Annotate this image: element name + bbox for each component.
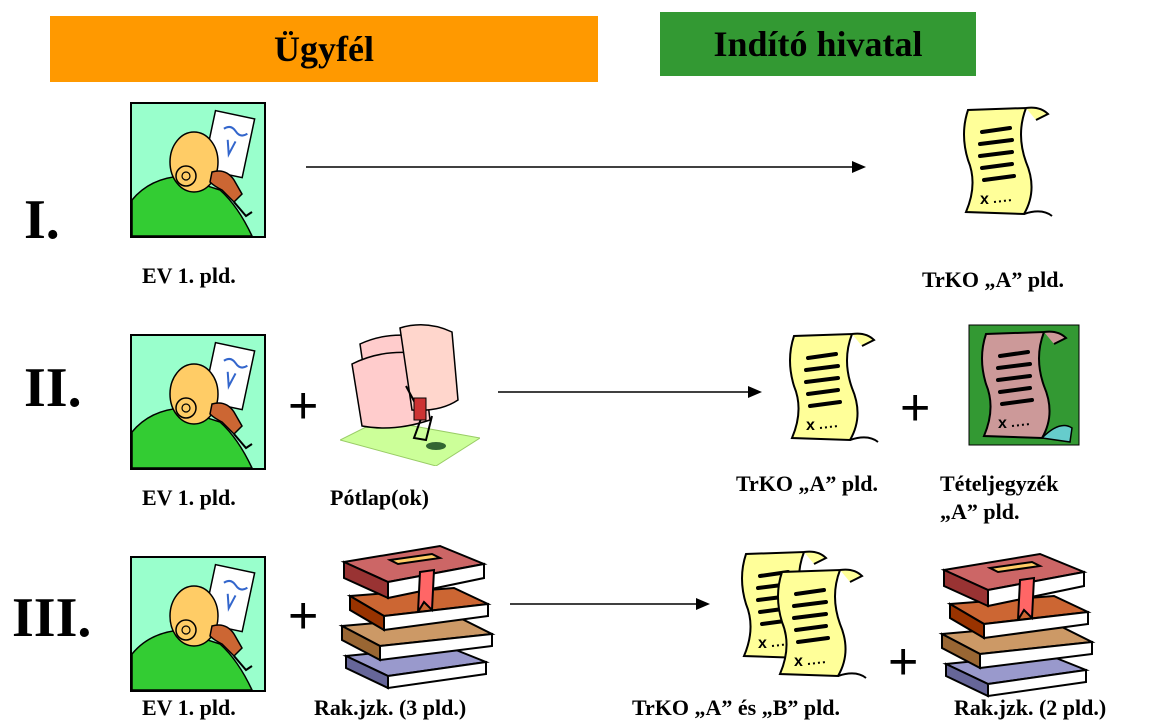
- row-3-numeral: III.: [12, 587, 92, 649]
- header-client-label: Ügyfél: [274, 29, 374, 69]
- caption-trko-row-2: TrKO „A” pld.: [736, 471, 879, 496]
- caption-rakjzk-3: Rak.jzk. (3 pld.): [314, 695, 467, 720]
- row-1-numeral: I.: [24, 189, 60, 251]
- scroll-document-icon: x: [789, 332, 879, 443]
- book-stack-icon: [938, 552, 1096, 698]
- svg-text:x: x: [806, 417, 815, 434]
- scroll-document-icon: x: [777, 568, 867, 679]
- plus-sign: +: [888, 633, 919, 691]
- person-writing-icon: [130, 102, 266, 238]
- row-2-numeral: II.: [24, 357, 82, 419]
- caption-potlap: Pótlap(ok): [330, 485, 429, 510]
- scroll-document-green-icon: x: [968, 324, 1080, 446]
- header-office-label: Indító hivatal: [713, 24, 923, 64]
- caption-trko-row-1: TrKO „A” pld.: [922, 267, 1065, 292]
- caption-ev-row-2: EV 1. pld.: [142, 485, 236, 510]
- plus-sign: +: [288, 377, 319, 435]
- caption-rakjzk-2: Rak.jzk. (2 pld.): [954, 695, 1107, 720]
- svg-text:x: x: [998, 415, 1007, 432]
- book-stack-icon: [338, 544, 496, 690]
- person-writing-icon: [130, 334, 266, 470]
- caption-ev-row-1: EV 1. pld.: [142, 263, 236, 288]
- scroll-document-icon: x: [963, 106, 1053, 217]
- svg-text:x: x: [758, 635, 767, 652]
- caption-ev-row-3: EV 1. pld.: [142, 695, 236, 720]
- header-client: Ügyfél: [50, 16, 598, 82]
- svg-text:x: x: [794, 653, 803, 670]
- loose-pages-icon: [340, 324, 480, 466]
- header-office: Indító hivatal: [660, 12, 976, 76]
- caption-teteljegyzek: Tételjegyzék: [940, 471, 1059, 496]
- svg-text:x: x: [980, 191, 989, 208]
- plus-sign: +: [900, 379, 931, 437]
- caption-trko-a-b: TrKO „A” és „B” pld.: [632, 695, 841, 720]
- caption-teteljegyzek-copy: „A” pld.: [940, 499, 1020, 524]
- person-writing-icon: [130, 556, 266, 692]
- plus-sign: +: [288, 587, 319, 645]
